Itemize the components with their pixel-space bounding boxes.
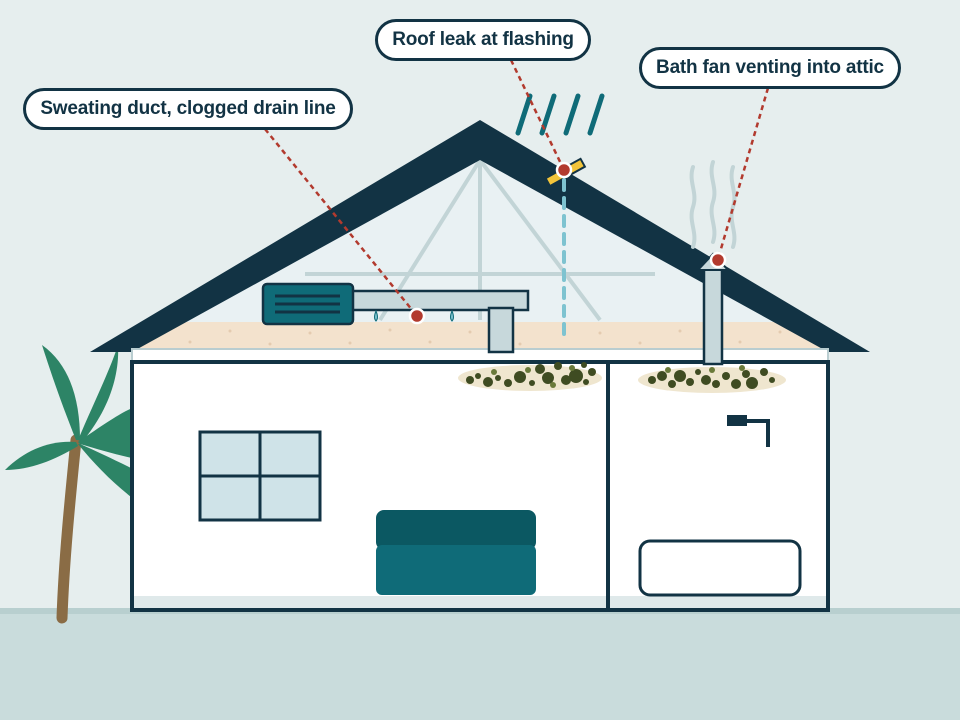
- ceiling-joist: [131, 348, 829, 362]
- ac-unit-icon: [261, 282, 530, 354]
- callout-duct: Sweating duct, clogged drain line: [23, 88, 353, 130]
- roof-leak-marker: [555, 161, 573, 179]
- condensation-drops-icon: [374, 309, 454, 322]
- mold-patch-icon: [458, 362, 602, 391]
- callout-bath-fan: Bath fan venting into attic: [639, 47, 901, 89]
- mold-patch-icon: [638, 365, 786, 393]
- shower-head-icon: [727, 415, 770, 447]
- insulation-texture: [158, 328, 782, 346]
- window-icon: [198, 430, 322, 522]
- callout-roof-leak: Roof leak at flashing: [375, 19, 591, 61]
- floor: [134, 596, 826, 608]
- bath-fan-marker: [709, 251, 727, 269]
- bathtub-icon: [638, 539, 802, 597]
- palm-tree-icon: [5, 345, 140, 624]
- ground: [0, 612, 960, 720]
- leader-lines: [264, 59, 770, 317]
- roof: [90, 120, 870, 352]
- sofa-icon: [376, 510, 536, 595]
- duct-marker: [408, 307, 426, 325]
- vent-steam-icon: [689, 160, 737, 249]
